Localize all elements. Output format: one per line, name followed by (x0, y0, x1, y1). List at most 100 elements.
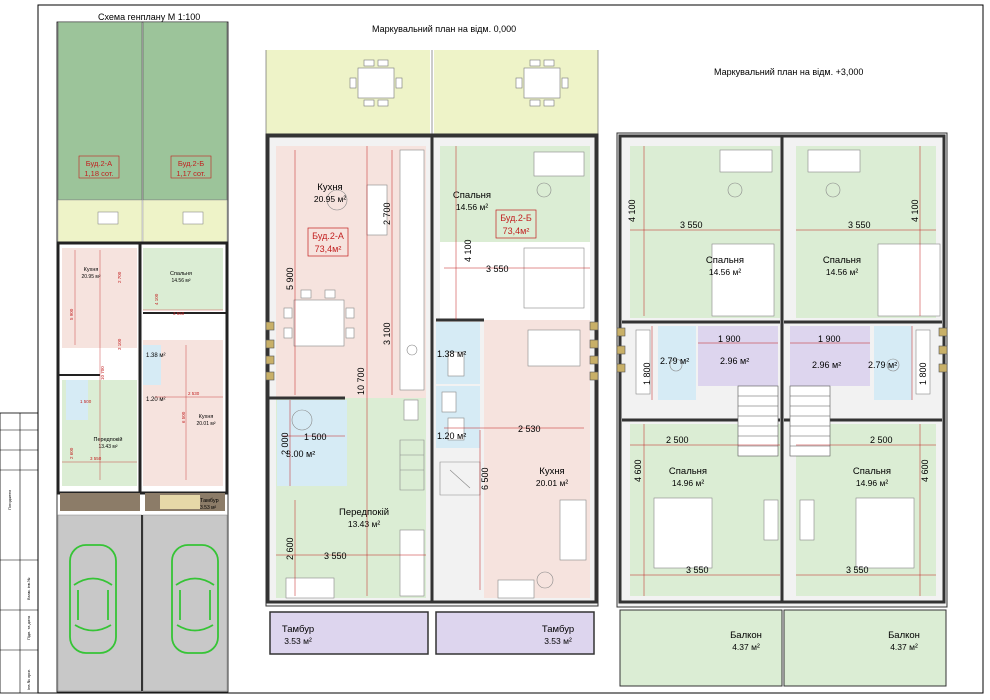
ground-dim: 6 500 (480, 467, 490, 490)
ground-dim: 2 700 (382, 202, 392, 225)
site-dim: 3 550 (173, 311, 185, 316)
site-dim: 3 550 (90, 456, 102, 461)
stairs-icon (737, 385, 831, 457)
site-dim: 2 600 (69, 447, 74, 459)
ground-wc1-b: 1.38 м² (437, 349, 466, 359)
ground-garden-b (434, 50, 598, 134)
plot-a-area: 1,18 сот. (84, 169, 113, 178)
upper-balcony-r-area: 4.37 м² (890, 642, 918, 652)
upper-dim: 3 550 (686, 565, 709, 575)
upper-bedroom-tr-area: 14.56 м² (826, 267, 858, 277)
plot-b (142, 21, 228, 201)
ground-dim: 3 550 (486, 264, 509, 274)
ground-wc2-b: 1.20 м² (437, 431, 466, 441)
ground-dim: 4 100 (463, 239, 473, 262)
ground-vestibule-b (435, 611, 595, 655)
site-vestibule-a (60, 493, 140, 511)
upper-balcony-l-area: 4.37 м² (732, 642, 760, 652)
upper-balcony-r-name: Балкон (888, 630, 920, 641)
upper-bedroom-tl-name: Спальня (706, 255, 744, 266)
site-kitchen-b-name: Кухня (199, 414, 214, 420)
upper-bath-l: 2.79 м² (660, 356, 689, 366)
site-dim: 2 530 (188, 391, 200, 396)
stamp-label: Погоджено (7, 489, 12, 510)
ground-dim: 2 600 (285, 537, 295, 560)
ground-kitchen-a-name: Кухня (317, 182, 342, 193)
car-icon (69, 544, 117, 654)
site-bedroom-b-name: Спальня (170, 271, 192, 277)
upper-bedroom-br-area: 14.96 м² (856, 478, 888, 488)
ground-bedroom-b-name: Спальня (453, 190, 491, 201)
site-hall-a-area: 13.43 м² (98, 444, 117, 450)
ground-unit-b-name: Буд.2-Б (500, 213, 532, 223)
ground-kitchen-b-area: 20.01 м² (536, 478, 568, 488)
upper-dim: 3 550 (680, 220, 703, 230)
site-dim: 2 700 (117, 271, 122, 283)
upper-bedroom-bl-name: Спальня (669, 466, 707, 477)
car-icon (171, 544, 219, 654)
site-plan-title: Схема генплану М 1:100 (98, 12, 201, 22)
site-bedroom-b-area: 14.56 м² (171, 278, 190, 284)
upper-bedroom-br-name: Спальня (853, 466, 891, 477)
ground-hall-a-name: Передпокій (339, 507, 389, 518)
ground-dim: 3 550 (324, 551, 347, 561)
upper-bedroom-tl-area: 14.56 м² (709, 267, 741, 277)
ground-unit-a-name: Буд.2-А (312, 231, 344, 241)
site-dim: 6 500 (181, 411, 186, 423)
upper-dim: 1 800 (642, 362, 652, 385)
plot-b-label-box (170, 155, 212, 179)
stamp-label: Інв.№ ориг. (26, 669, 31, 690)
site-plan: Буд.2-А 1,18 сот. Буд.2-Б 1,17 сот. Кухн… (56, 21, 229, 693)
upper-balcony-r (783, 609, 947, 687)
ground-dim: 2 530 (518, 424, 541, 434)
site-vestibule-b-area: 3.53 м² (200, 505, 217, 511)
ground-garden-a (266, 50, 430, 134)
ground-vestibule-a-area: 3.53 м² (284, 636, 312, 646)
ground-plan-title: Маркувальний план на відм. 0,000 (372, 24, 517, 34)
upper-dim: 1 900 (818, 334, 841, 344)
site-dim: 1 500 (80, 399, 92, 404)
ground-unit-b-label-box (495, 209, 537, 239)
upper-dim: 4 100 (910, 199, 920, 222)
ground-bath-a: 3.00 м² (286, 449, 315, 459)
upper-dim: 2 500 (666, 435, 689, 445)
site-dim: 10 700 (100, 366, 105, 380)
upper-hall-l: 2.96 м² (720, 356, 749, 366)
site-dim: 3 100 (117, 338, 122, 350)
ground-hall-a-area: 13.43 м² (348, 519, 380, 529)
ground-dim: 3 100 (382, 322, 392, 345)
stamp-label: Підп. та дата (26, 615, 31, 640)
parking-b (142, 514, 228, 692)
ground-kitchen-a-area: 20.95 м² (314, 194, 346, 204)
site-vestibule-b-name: Тамбур (200, 498, 219, 504)
site-wc1: 1.38 м² (146, 353, 165, 359)
ground-kitchen-b-name: Кухня (539, 466, 564, 477)
upper-dim: 1 900 (718, 334, 741, 344)
plot-b-name: Буд.2-Б (178, 159, 204, 168)
upper-bedroom-bl-area: 14.96 м² (672, 478, 704, 488)
sheet-frame (37, 4, 984, 694)
upper-dim: 3 550 (846, 565, 869, 575)
ground-unit-a-label-box (307, 227, 349, 257)
stamp-label: Взам. інв.№ (26, 578, 31, 600)
upper-balcony-l (619, 609, 783, 687)
upper-balcony-l-name: Балкон (730, 630, 762, 641)
ground-vestibule-a (269, 611, 429, 655)
site-kitchen-b-area: 20.01 м² (196, 421, 215, 427)
ground-unit-b-area: 73,4м² (503, 226, 530, 236)
ground-bedroom-b-area: 14.56 м² (456, 202, 488, 212)
site-wc2: 1.20 м² (146, 397, 165, 403)
plot-a-name: Буд.2-А (86, 159, 112, 168)
ground-dim: 5 900 (285, 267, 295, 290)
upper-dim: 4 600 (920, 459, 930, 482)
site-kitchen-a-area: 20.95 м² (81, 274, 100, 280)
upper-dim: 4 100 (627, 199, 637, 222)
ground-vestibule-b-area: 3.53 м² (544, 636, 572, 646)
upper-plan-title: Маркувальний план на відм. +3,000 (714, 67, 864, 77)
upper-bath-r: 2.79 м² (868, 360, 897, 370)
plot-a (57, 21, 143, 201)
site-dimensions: 5 900 3 100 10 700 2 700 1 500 2 600 3 5… (62, 250, 223, 480)
upper-hall-r: 2.96 м² (812, 360, 841, 370)
upper-floor-plan: Спальня 14.56 м² Спальня 14.56 м² 2.79 м… (616, 132, 948, 687)
